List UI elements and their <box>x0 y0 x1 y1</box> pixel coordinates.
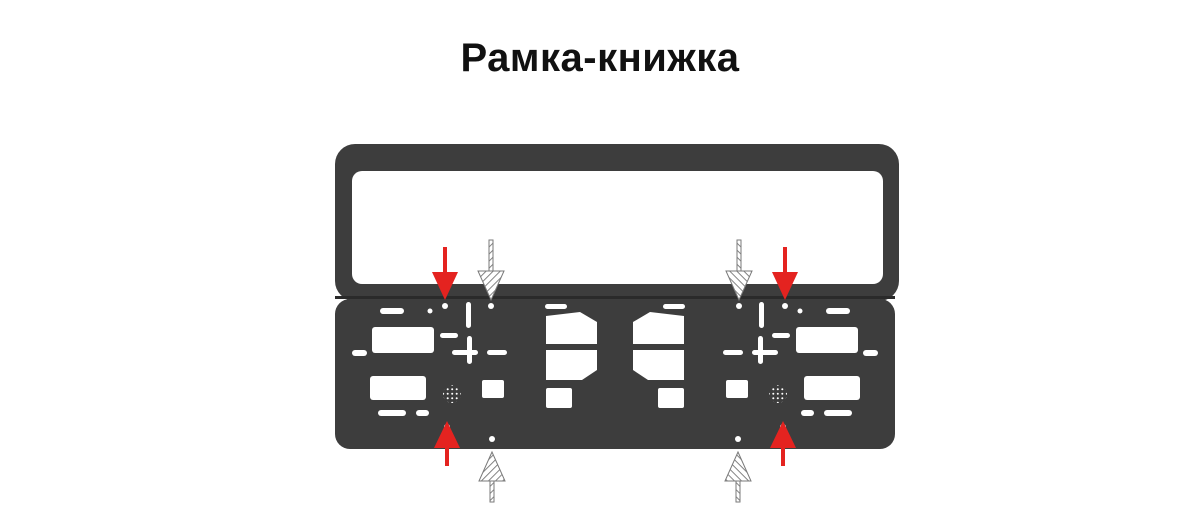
cutout-slot <box>378 410 406 416</box>
cutout-polygon-mid <box>546 350 597 380</box>
bottom-hole <box>489 436 495 442</box>
red-arrow-up-icon <box>434 421 460 466</box>
page-title: Рамка-книжка <box>460 36 740 80</box>
cutout-slot <box>487 350 507 355</box>
frame-top-part <box>335 144 899 301</box>
cutout-rect-center-small <box>546 388 572 408</box>
cutout-slot <box>380 308 404 314</box>
mounting-cutouts-left <box>352 239 597 503</box>
cutout-rect-small <box>482 380 504 398</box>
frame-bottom-plate <box>335 299 895 449</box>
cutout-slot <box>545 304 567 309</box>
hinge-seam <box>335 296 895 299</box>
cutout-slot <box>416 410 429 416</box>
cutout-slot <box>352 350 367 356</box>
cutout-slot <box>440 333 458 338</box>
hatched-arrow-down-icon <box>477 239 505 302</box>
cutout-rect-large-upper <box>372 327 434 353</box>
hatched-arrow-up-icon <box>478 450 506 503</box>
hinge-hole <box>488 303 494 309</box>
cutout-slot <box>452 350 478 355</box>
cutout-slot-vertical <box>466 302 471 328</box>
cutout-rect-large-lower <box>370 376 426 400</box>
cutout-polygon-upper <box>546 312 597 344</box>
frame-top-window <box>352 171 883 284</box>
red-arrow-down-icon <box>432 247 458 300</box>
cutout-hole <box>427 308 433 314</box>
knurled-circle <box>443 385 461 403</box>
hinge-hole <box>442 303 448 309</box>
